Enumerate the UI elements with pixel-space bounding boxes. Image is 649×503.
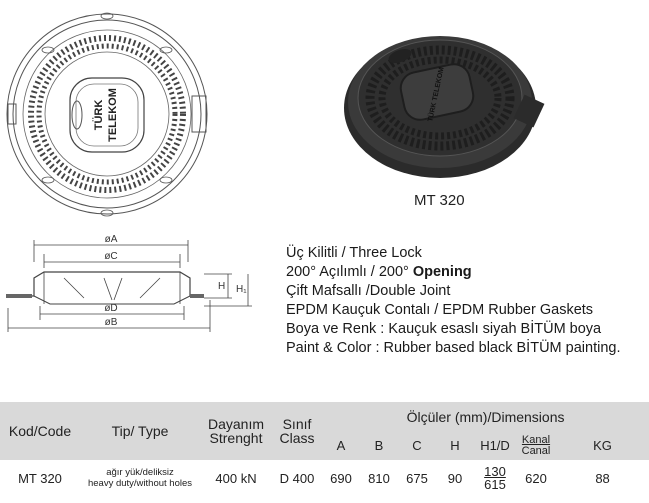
product-caption: MT 320 [414,192,465,209]
cell-H: 90 [447,470,463,486]
header-class-en: Class [279,430,315,446]
feature-opening-bold: Opening [412,264,472,280]
cell-D: 615 [484,477,506,492]
header-B: B [374,438,384,453]
header-kanal-tr: Kanal [521,434,551,446]
lid-text-turk: TÜRK [92,100,105,131]
cell-strength: 400 kN [215,470,257,486]
lid-text-telekom: TELEKOM [107,88,119,142]
header-kanal-en: Canal [521,445,551,457]
feature-paint-tr: Boya ve Renk : Kauçuk esaslı siyah BİTÜM… [286,321,602,337]
header-C: C [412,438,422,453]
dim-label-H: H [218,281,225,292]
header-A: A [336,438,346,453]
feature-opening: 200° Açılımlı / 200° Opening [286,263,620,282]
header-code: Kod/Code [8,423,72,439]
manhole-section-drawing: øA øC øD øB H H₁ [6,234,252,332]
feature-opening-text: 200° Açılımlı / 200° [286,264,409,280]
cell-type-en: heavy duty/without holes [87,478,193,489]
header-H: H [450,438,460,453]
header-strength-en: Strenght [209,430,263,446]
dim-label-oC: øC [104,251,117,262]
header-strength-tr: Dayanım [207,416,265,432]
header-H1D: H1/D [480,438,510,453]
cell-class: D 400 [279,470,315,486]
header-type: Tip/ Type [111,423,169,439]
header-class-tr: Sınıf [282,416,312,432]
dim-label-oD: øD [104,303,117,314]
dim-label-H1: H₁ [236,284,247,295]
header-KG: KG [593,438,612,453]
cell-kanal: 620 [525,470,547,486]
header-dimensions: Ölçüler (mm)/Dimensions [406,409,565,425]
feature-three-lock: Üç Kilitli / Three Lock [286,245,422,261]
cell-A: 690 [330,470,352,486]
feature-double-joint: Çift Mafsallı /Double Joint [286,283,451,299]
cell-code: MT 320 [18,470,62,486]
feature-paint-en: Paint & Color : Rubber based black BİTÜM… [286,340,621,356]
feature-gaskets: EPDM Kauçuk Contalı / EPDM Rubber Gasket… [286,302,594,318]
manhole-top-view-drawing: TÜRK TELEKOM [6,12,208,217]
cell-H1: 130 [484,464,506,479]
cell-KG: 88 [595,470,610,486]
feature-list: Üç Kilitli / Three Lock 200° Açılımlı / … [286,244,620,358]
manhole-cover-photo: TÜRK TELEKOM [344,36,545,178]
dim-label-oA: øA [105,234,118,245]
cell-B: 810 [368,470,390,486]
cell-type-tr: ağır yük/deliksiz [106,467,174,478]
dim-label-oB: øB [105,317,118,328]
cell-C: 675 [406,470,428,486]
